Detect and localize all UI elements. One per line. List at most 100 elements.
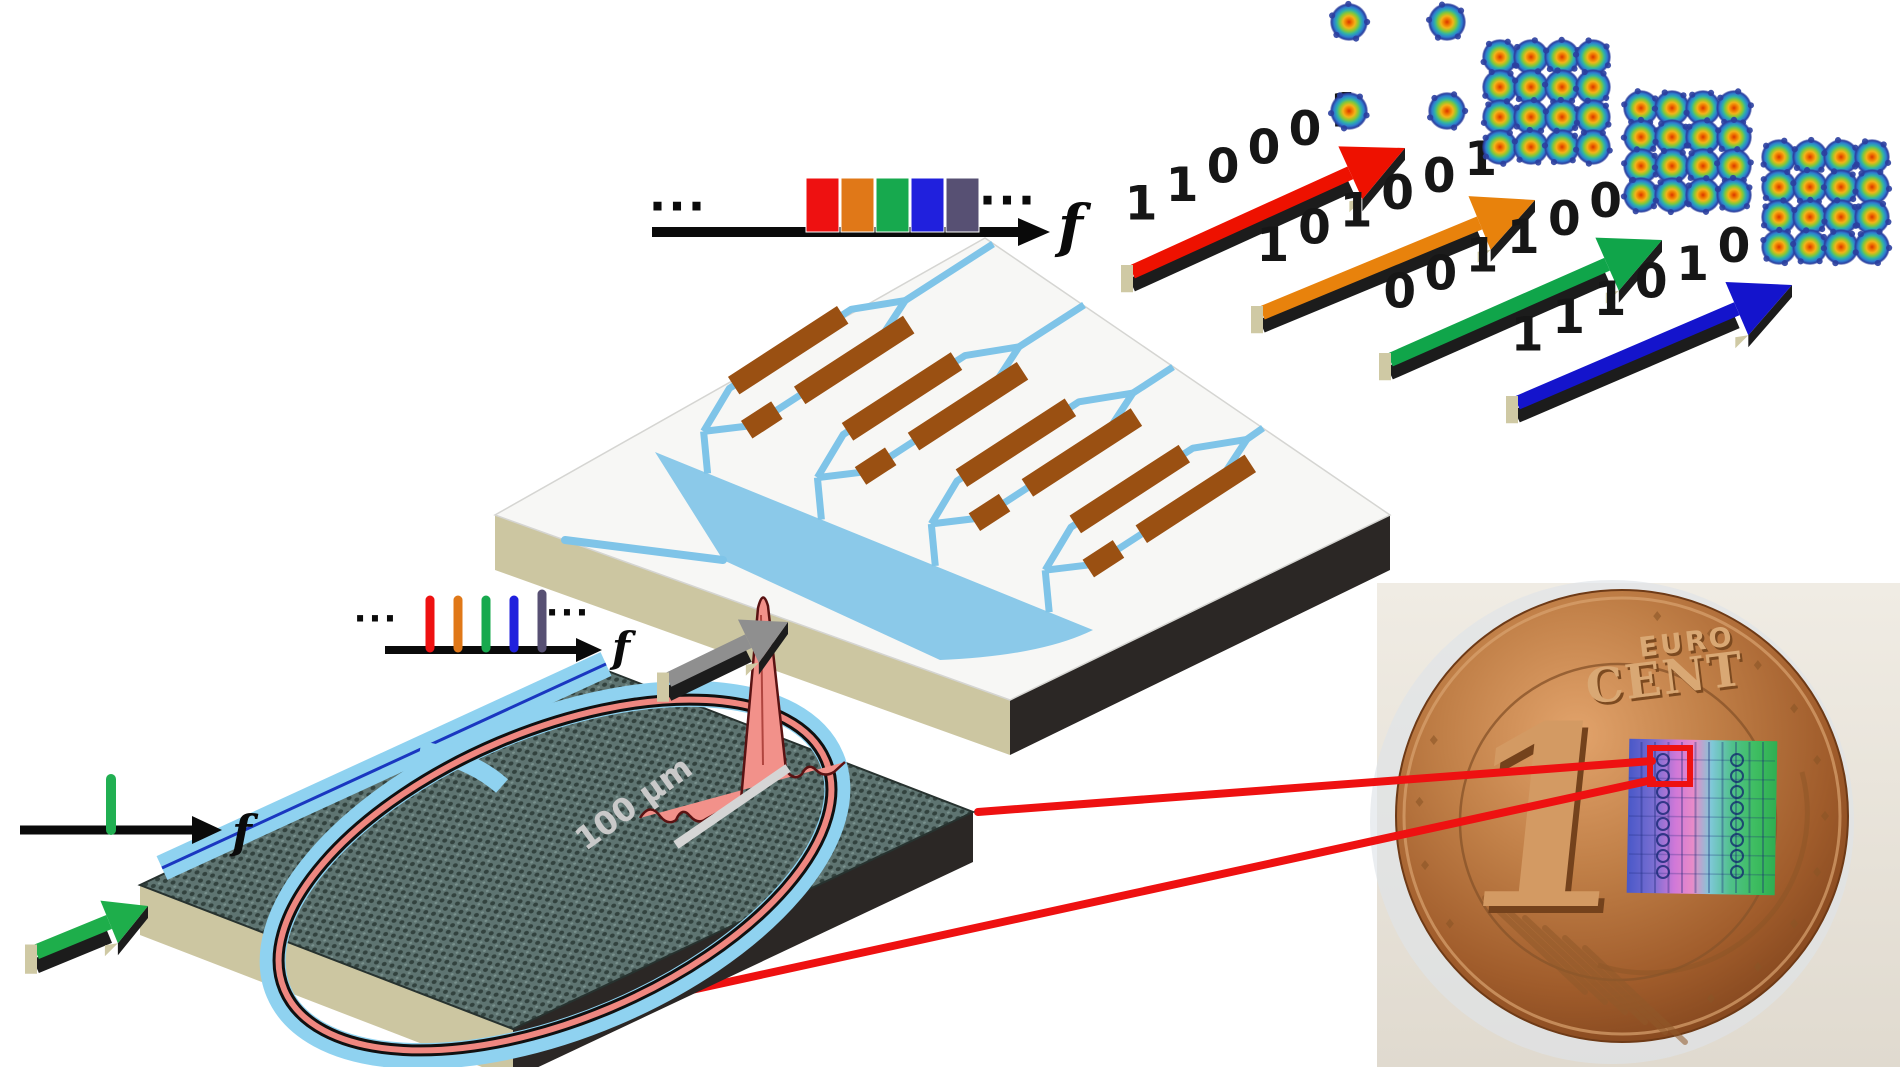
constellation-speckle [1485,40,1493,48]
constellation-speckle [1571,124,1579,132]
constellation-speckle [1877,168,1884,176]
constellation-speckle [1651,164,1659,171]
constellation-speckle [1485,101,1492,108]
constellation-speckle [1849,195,1857,203]
mzm-output-waveguide [1130,364,1175,397]
mzm-input-waveguide [1041,569,1053,613]
constellation-speckle [1832,260,1839,267]
bit-digit: 0 [1207,139,1240,194]
chip-sample-row-line [1628,834,1776,838]
constellation-speckle [1760,236,1767,244]
soliton-pulse-peak [638,596,846,824]
constellation-speckle [1580,129,1588,136]
constellation-point [1513,99,1549,135]
constellation-speckle [1550,158,1558,166]
constellation-speckle [1781,137,1788,144]
constellation-speckle [1488,68,1495,76]
constellation-speckle [1650,203,1658,210]
constellation-speckle [1704,117,1711,124]
constellation-speckle [1880,141,1887,148]
comb-line-axis-arrowhead [576,638,602,662]
constellation-speckle [1858,170,1865,177]
constellation-speckle [1629,176,1637,184]
constellation-speckle [1531,37,1538,44]
arrow-shaft [1514,302,1740,410]
bit-digit: 1 [1166,158,1199,213]
constellation-point [1716,148,1752,184]
constellation-speckle [1661,89,1668,96]
constellation-speckle [1707,89,1715,97]
constellation-speckle [1363,112,1370,119]
modulator-electrode [841,352,963,441]
constellation-speckle [1543,47,1550,54]
arrow-underside [33,929,112,973]
coin-denomination-shadow: 1 [1448,680,1653,973]
constellation-speckle [1336,92,1344,99]
input-flow-arrow [25,900,148,974]
chip-sample-microring [1730,833,1744,847]
constellation-speckle [1791,206,1798,214]
constellation-speckle [1352,35,1360,42]
ellipsis-right: ··· [546,593,591,633]
chip-sample-row-line [1628,872,1776,876]
arrow-head [1468,196,1535,250]
pic-chip-side-dark [1010,515,1390,755]
constellation-speckle [1546,65,1554,73]
bit-digit: 1 [1594,272,1627,327]
comb-channel-block [910,177,945,233]
constellation-speckle [1605,121,1612,128]
coin-star [1429,734,1438,745]
constellation-speckle [1855,203,1862,210]
constellation-speckle [1513,62,1520,69]
frequency-axis-label: f [609,623,637,672]
constellation-point [1854,169,1890,205]
comb-teeth [425,589,547,653]
constellation-speckle [1541,81,1549,88]
constellation-speckle [1821,150,1828,157]
constellation-point [1428,92,1466,130]
constellation-speckle [1345,0,1352,8]
arrow-shaft [1129,166,1354,279]
constellation-speckle [1680,92,1687,99]
constellation-speckle [1513,123,1520,130]
constellation-speckle [1820,245,1828,252]
mzm-input-waveguide [813,477,825,520]
arrow-tail-cap [1121,265,1133,293]
ring-soliton-trace [275,696,835,1054]
chip-sample-microring [1656,801,1670,815]
modulator-electrode [727,306,849,395]
constellation-speckle [1818,166,1825,173]
constellation-speckle [1534,68,1542,75]
coin-star [1421,860,1430,871]
constellation-speckle [1807,196,1814,204]
constellation-point [1623,177,1659,213]
chip-sample-microring [1730,865,1744,879]
constellation-point [1716,90,1752,126]
bit-digit: 0 [1381,166,1414,221]
coin-hatch-line [1502,905,1608,1005]
data-stream-arrows: 110001101001001100111010 [1121,83,1792,424]
constellation-speckle [1482,134,1489,141]
callout-zoom-box [1647,745,1693,787]
coin-photo: 1 1 EURO EURO CENT CENT [1370,580,1900,1067]
constellation-speckle [1689,91,1696,98]
constellation-speckle [1685,142,1692,149]
constellation-point [1792,229,1828,265]
chip-sample-microring [1656,753,1670,767]
constellation-speckle [1572,51,1580,58]
constellation-speckle [1621,160,1628,167]
constellation-speckle [1714,160,1721,167]
arrow-head-facet [1477,249,1491,263]
constellation-diagrams [1327,0,1893,267]
constellation-point [1544,39,1580,75]
constellation-speckle [1793,164,1801,172]
constellation-point [1623,148,1659,184]
constellation-speckle [1714,186,1722,193]
constellation-speckle [1454,33,1461,40]
modulator-electrode [907,361,1029,451]
constellation-point [1761,169,1797,205]
arrow-head [1338,146,1405,200]
arrow-tail-cap [1379,353,1391,381]
arrow-3d [1379,237,1662,381]
